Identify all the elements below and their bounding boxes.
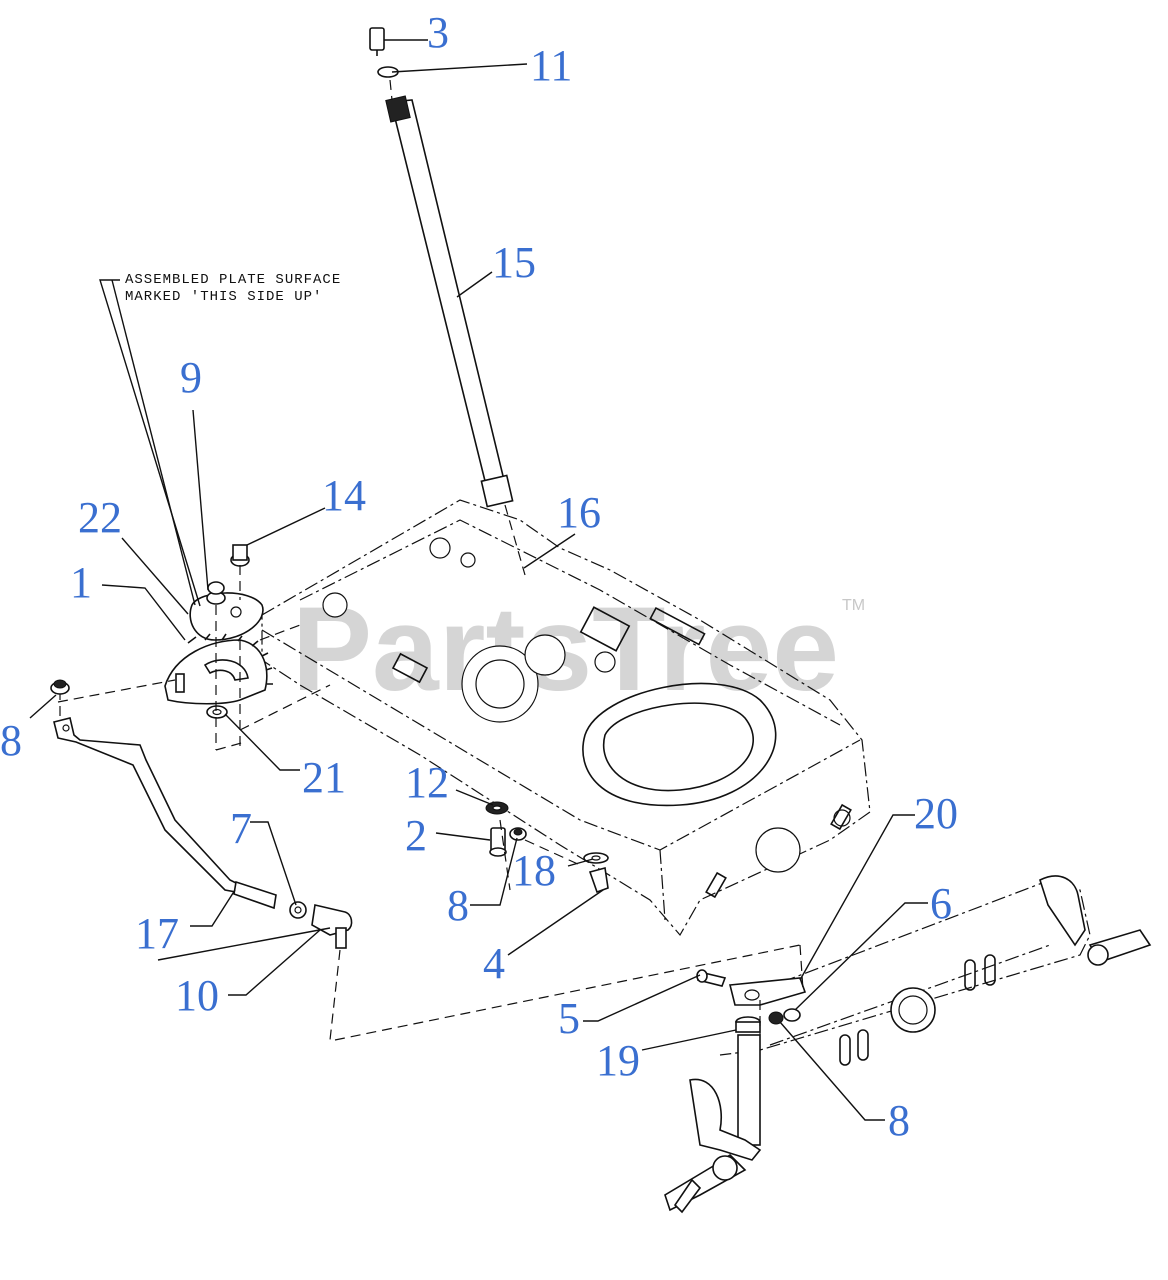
assembly-note: ASSEMBLED PLATE SURFACE MARKED 'THIS SID… xyxy=(99,272,341,607)
nut-8-middle xyxy=(509,827,527,841)
callout-8-left: 8 xyxy=(0,716,22,765)
bolt-2 xyxy=(489,827,507,857)
callout-6: 6 xyxy=(930,879,952,928)
assembly-lines-axle xyxy=(334,944,804,1041)
note-line-1: ASSEMBLED PLATE SURFACE xyxy=(125,272,341,288)
callout-19: 19 xyxy=(596,1036,640,1085)
callout-18: 18 xyxy=(512,846,556,895)
watermark-trademark: TM xyxy=(842,597,865,614)
bushing-19 xyxy=(735,1016,761,1033)
spindle xyxy=(664,1034,762,1214)
watermark-text: PartsTree xyxy=(292,582,839,716)
washer-21 xyxy=(206,705,228,719)
callout-8-right: 8 xyxy=(888,1096,910,1145)
callout-20: 20 xyxy=(914,789,958,838)
bolt-4 xyxy=(588,866,609,894)
callout-17: 17 xyxy=(135,909,179,958)
bolt-5 xyxy=(696,969,727,987)
callout-8-middle: 8 xyxy=(447,881,469,930)
callout-1: 1 xyxy=(70,558,92,607)
nut-8-left xyxy=(50,679,70,695)
nut-9 xyxy=(206,581,226,605)
callout-labels: 3 11 15 9 14 22 16 1 8 21 12 2 7 18 8 20… xyxy=(0,8,958,1145)
callout-leaders xyxy=(29,39,928,1121)
bolt-3 xyxy=(369,27,385,56)
nut-6 xyxy=(783,1008,801,1022)
steering-arm-20 xyxy=(728,977,807,1006)
assembly-lines-middle xyxy=(499,819,581,891)
callout-4: 4 xyxy=(483,939,505,988)
callout-2: 2 xyxy=(405,811,427,860)
callout-9: 9 xyxy=(180,353,202,402)
callout-12: 12 xyxy=(405,758,449,807)
nut-7 xyxy=(289,901,307,919)
callout-5: 5 xyxy=(558,994,580,1043)
note-line-2: MARKED 'THIS SIDE UP' xyxy=(125,289,322,305)
plate-22 xyxy=(189,592,264,641)
assembly-lines-gear xyxy=(57,565,331,751)
callout-3: 3 xyxy=(427,8,449,57)
nut-8-right xyxy=(768,1011,784,1025)
callout-22: 22 xyxy=(78,493,122,542)
sector-gear-1 xyxy=(164,633,273,705)
washer-18 xyxy=(583,852,609,864)
callout-15: 15 xyxy=(492,238,536,287)
callout-11: 11 xyxy=(530,41,572,90)
callout-16: 16 xyxy=(557,488,601,537)
callout-21: 21 xyxy=(302,753,346,802)
callout-14: 14 xyxy=(322,471,366,520)
callout-10: 10 xyxy=(175,971,219,1020)
ball-joint-10 xyxy=(311,904,353,1041)
steering-shaft xyxy=(385,79,526,576)
callout-7: 7 xyxy=(230,804,252,853)
bolt-14 xyxy=(230,544,250,567)
chassis-frame xyxy=(261,499,871,937)
